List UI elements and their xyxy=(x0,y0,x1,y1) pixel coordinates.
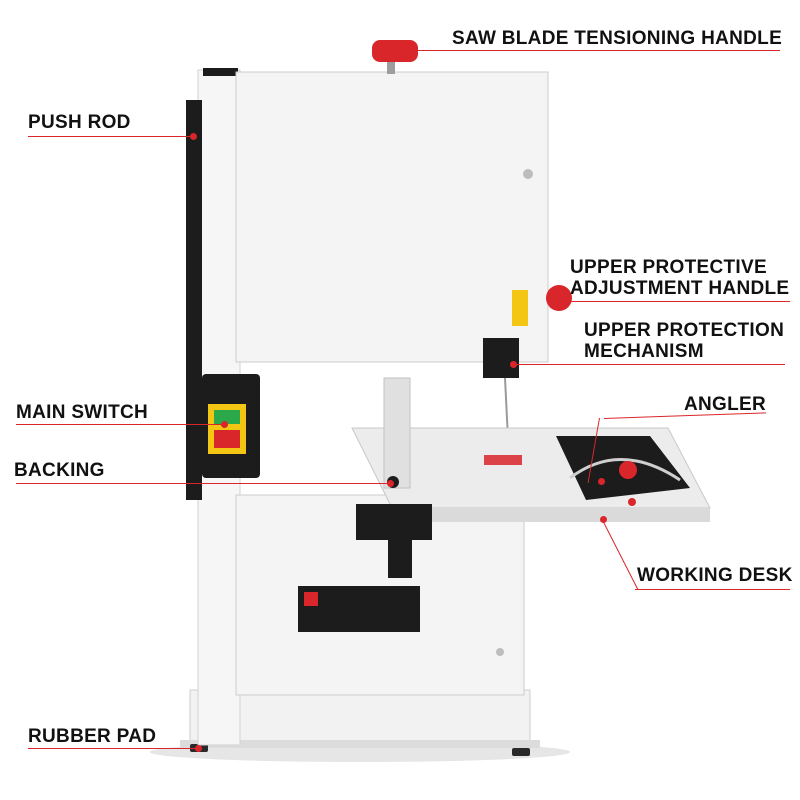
callout-line-adjustment xyxy=(566,301,790,302)
callout-dot-main-switch xyxy=(221,421,228,428)
push-rod-strip xyxy=(186,100,202,500)
rubber-pad-right xyxy=(512,748,530,756)
callout-line-push-rod xyxy=(28,136,194,137)
base-plate xyxy=(180,740,540,748)
backing-post xyxy=(383,377,411,489)
callout-line-tension xyxy=(414,50,780,51)
tension-handle-stem xyxy=(387,60,395,74)
blade-guard xyxy=(483,338,519,378)
callout-line-protection xyxy=(513,364,785,365)
callout-dot-protection xyxy=(510,361,517,368)
label-push-rod: PUSH ROD xyxy=(28,112,131,133)
backing-handle xyxy=(388,536,412,578)
nameplate xyxy=(298,586,420,632)
label-upper-protective-line2: ADJUSTMENT HANDLE xyxy=(570,278,790,299)
label-main-switch: MAIN SWITCH xyxy=(16,402,149,423)
working-table-edge xyxy=(392,508,710,522)
callout-dot-tension xyxy=(411,47,418,54)
callout-line-main-switch xyxy=(16,424,224,425)
angler-knob xyxy=(619,461,637,479)
label-upper-protection-line1: UPPER PROTECTION xyxy=(584,320,785,341)
callout-dot-backing xyxy=(387,480,394,487)
label-upper-protection-line2: MECHANISM xyxy=(584,341,704,362)
callout-line-backing xyxy=(16,483,390,484)
label-angler: ANGLER xyxy=(684,394,767,415)
callout-dot-working-desk xyxy=(600,516,607,523)
label-saw-blade-tensioning-handle: SAW BLADE TENSIONING HANDLE xyxy=(452,28,783,49)
callout-dot-angler xyxy=(598,478,605,485)
nameplate-logo xyxy=(304,592,318,606)
angler-arc xyxy=(569,458,681,482)
push-rod-cap xyxy=(203,68,238,76)
upper-housing-screw xyxy=(523,169,533,179)
switch-green-button xyxy=(214,410,240,424)
table-slot-mark xyxy=(484,455,522,465)
warning-label xyxy=(512,290,528,326)
callout-line-rubber-pad xyxy=(28,748,198,749)
tension-handle-knob xyxy=(372,40,418,62)
backing-clamp xyxy=(356,504,432,540)
label-backing: BACKING xyxy=(14,460,105,481)
base-stand xyxy=(189,689,531,746)
label-upper-protective-line1: UPPER PROTECTIVE xyxy=(570,257,767,278)
callout-dot-adjustment xyxy=(563,298,570,305)
callout-line-working-desk xyxy=(635,589,790,590)
callout-dot-rubber-pad xyxy=(195,745,202,752)
label-rubber-pad: RUBBER PAD xyxy=(28,726,157,747)
label-working-desk: WORKING DESK xyxy=(637,565,793,586)
lower-housing-screw xyxy=(496,648,504,656)
angler-lock xyxy=(628,498,636,506)
upper-housing xyxy=(235,71,549,363)
switch-red-button xyxy=(214,430,240,448)
callout-dot-push-rod xyxy=(190,133,197,140)
